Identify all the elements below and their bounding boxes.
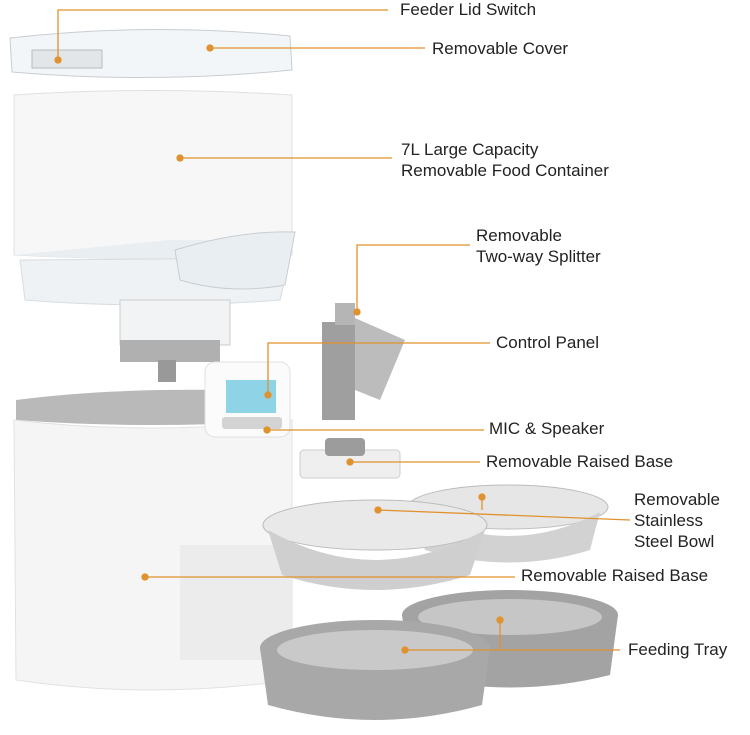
- label-raised-base-bottom: Removable Raised Base: [521, 566, 709, 585]
- label-splitter-line2: Two-way Splitter: [476, 247, 601, 266]
- label-feeder-lid-switch: Feeder Lid Switch: [400, 0, 537, 19]
- feeding-trays: [260, 590, 618, 720]
- label-mic-speaker: MIC & Speaker: [489, 419, 605, 438]
- food-container: [13, 90, 296, 382]
- label-raised-base-top: Removable Raised Base: [486, 452, 674, 471]
- label-control-panel: Control Panel: [496, 333, 600, 352]
- two-way-splitter: [322, 303, 405, 420]
- label-feeding-tray: Feeding Tray: [628, 640, 728, 659]
- raised-base-piece: [299, 438, 401, 479]
- label-bowl-line1: Removable: [634, 490, 720, 509]
- feeder-base: [13, 361, 293, 691]
- removable-cover: [9, 28, 293, 79]
- label-bowl-line3: Steel Bowl: [634, 532, 715, 551]
- label-container-line1: 7L Large Capacity: [401, 140, 539, 159]
- label-bowl-line2: Stainless: [634, 511, 703, 530]
- label-removable-cover: Removable Cover: [432, 39, 569, 58]
- steel-bowls: [262, 484, 609, 590]
- leader-lines: [54, 9, 631, 654]
- label-splitter-line1: Removable: [476, 226, 562, 245]
- label-container-line2: Removable Food Container: [401, 161, 609, 180]
